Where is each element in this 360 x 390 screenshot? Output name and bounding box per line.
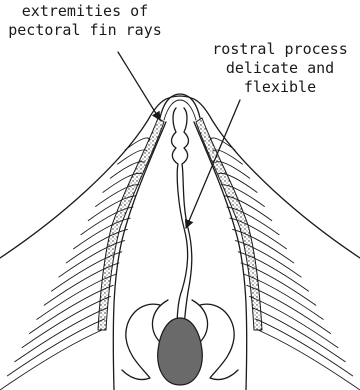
rostral-process-label-line-1: rostral process [196, 40, 360, 59]
fin-rays-label-line-2: pectoral fin rays [0, 21, 170, 40]
fin-ray [0, 330, 102, 390]
fin-ray [15, 308, 108, 362]
rostral-process-label: rostral process delicate and flexible [196, 40, 360, 97]
fin-rays-label: extremities of pectoral fin rays [0, 2, 170, 40]
snout-tip-inner [164, 100, 196, 120]
body-outline-left [0, 96, 180, 258]
fin-ray [258, 330, 360, 390]
dark-central-organ [158, 318, 203, 385]
fin-rays-right [210, 138, 360, 390]
fin-rays-left [0, 138, 150, 390]
fin-rays-label-line-1: extremities of [0, 2, 170, 21]
rostral-process-label-line-3: flexible [196, 78, 360, 97]
rostral-process-label-line-2: delicate and [196, 59, 360, 78]
fin-ray [252, 308, 345, 362]
fin-rays-pointer [118, 52, 160, 120]
